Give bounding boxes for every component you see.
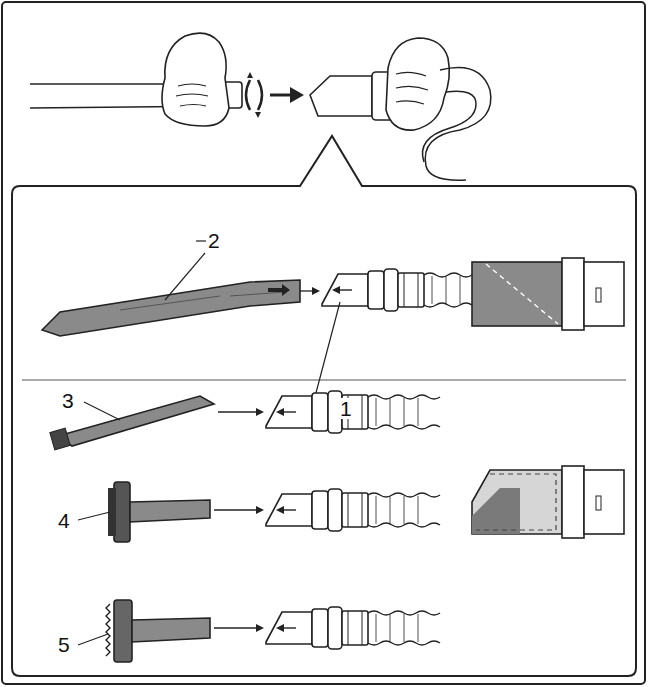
- callout-number: 4: [56, 510, 72, 531]
- callout-number: 1: [338, 398, 354, 419]
- callout-number: 3: [60, 390, 76, 411]
- callout-number: 2: [206, 230, 222, 251]
- callout-number: 5: [56, 634, 72, 655]
